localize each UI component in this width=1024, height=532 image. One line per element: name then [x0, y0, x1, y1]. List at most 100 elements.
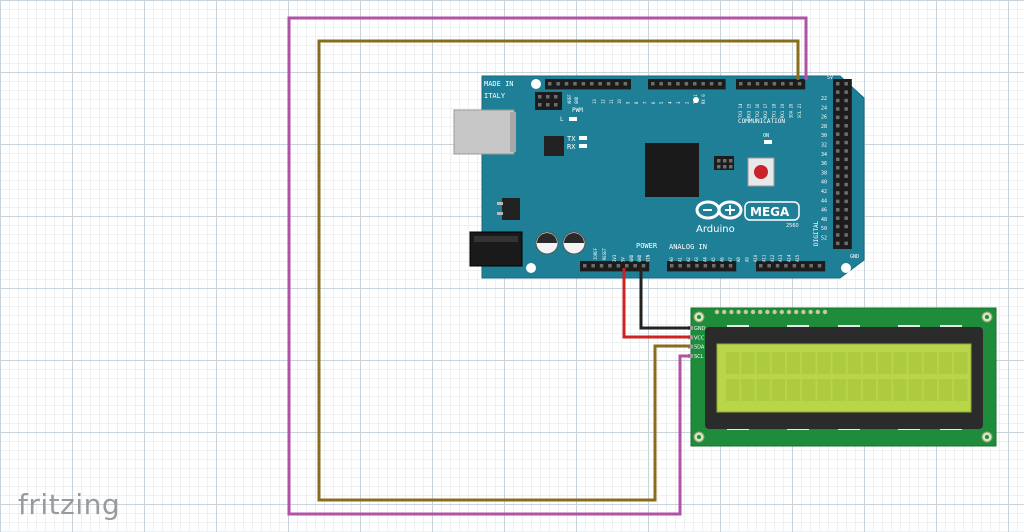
header-pin[interactable] [591, 264, 595, 268]
header-pin[interactable] [809, 264, 813, 268]
header-pin[interactable] [755, 82, 760, 86]
header-pin[interactable] [844, 90, 848, 94]
header-pin[interactable] [836, 166, 840, 170]
header-pin[interactable] [844, 82, 848, 86]
header-pin[interactable] [538, 95, 542, 99]
header-pin[interactable] [844, 149, 848, 153]
header-pin[interactable] [844, 224, 848, 229]
header-pin[interactable] [836, 124, 840, 128]
header-pin[interactable] [556, 82, 560, 86]
header-pin[interactable] [598, 82, 602, 86]
wire-scl-purple[interactable] [287, 16, 808, 516]
lcd-i2c-pin[interactable] [688, 326, 693, 330]
wire-sda-gold[interactable] [317, 39, 800, 502]
header-pin[interactable] [538, 103, 542, 107]
header-pin[interactable] [546, 103, 550, 107]
header-pin[interactable] [844, 208, 848, 212]
header-pin[interactable] [836, 216, 840, 220]
header-pin[interactable] [844, 140, 848, 145]
header-pin[interactable] [717, 159, 721, 163]
left-6pin-header[interactable] [535, 92, 561, 110]
power-header[interactable] [580, 261, 650, 272]
header-pin[interactable] [720, 264, 724, 268]
header-pin[interactable] [792, 264, 797, 268]
lcd-i2c-pin[interactable] [688, 335, 693, 340]
header-pin[interactable] [729, 165, 733, 169]
header-pin[interactable] [836, 149, 840, 153]
header-pin[interactable] [717, 165, 721, 169]
header-pin[interactable] [678, 264, 682, 268]
header-pin[interactable] [573, 82, 577, 86]
lcd-i2c-pins[interactable] [688, 326, 693, 358]
header-pin[interactable] [789, 82, 793, 86]
header-pin[interactable] [695, 264, 699, 268]
header-pin[interactable] [686, 264, 691, 268]
header-pin[interactable] [693, 82, 697, 86]
header-pin[interactable] [836, 241, 840, 246]
header-pin[interactable] [712, 264, 716, 268]
digital-header-top-2[interactable] [648, 79, 726, 90]
header-pin[interactable] [775, 264, 780, 268]
header-pin[interactable] [836, 82, 840, 86]
analog-header-2[interactable] [756, 261, 826, 272]
header-pin[interactable] [772, 82, 777, 86]
header-pin[interactable] [844, 199, 848, 204]
wire-gnd-black[interactable] [639, 268, 690, 330]
header-pin[interactable] [641, 264, 646, 268]
header-pin[interactable] [676, 82, 680, 86]
header-pin[interactable] [844, 216, 848, 220]
header-pin[interactable] [759, 264, 763, 268]
wire-5v-red[interactable] [622, 268, 690, 339]
header-pin[interactable] [836, 90, 840, 94]
header-pin[interactable] [844, 115, 848, 120]
header-pin[interactable] [608, 264, 612, 268]
header-pin[interactable] [844, 124, 848, 128]
header-pin[interactable] [623, 82, 628, 86]
digital-header-top[interactable] [545, 79, 631, 90]
header-pin[interactable] [581, 82, 586, 86]
header-pin[interactable] [728, 264, 733, 268]
header-pin[interactable] [844, 166, 848, 170]
header-pin[interactable] [667, 82, 672, 86]
header-pin[interactable] [767, 264, 771, 268]
digital-header-right[interactable] [833, 79, 852, 249]
header-pin[interactable] [625, 264, 629, 268]
header-pin[interactable] [817, 264, 822, 268]
header-pin[interactable] [836, 140, 840, 145]
header-pin[interactable] [836, 191, 840, 195]
header-pin[interactable] [844, 107, 848, 111]
header-pin[interactable] [729, 159, 733, 163]
header-pin[interactable] [844, 157, 848, 162]
header-pin[interactable] [844, 174, 848, 178]
header-pin[interactable] [590, 82, 594, 86]
header-pin[interactable] [764, 82, 768, 86]
header-pin[interactable] [797, 82, 802, 86]
header-pin[interactable] [583, 264, 587, 268]
header-pin[interactable] [554, 103, 558, 107]
header-pin[interactable] [701, 82, 705, 86]
header-pin[interactable] [703, 264, 708, 268]
header-pin[interactable] [546, 95, 550, 99]
header-pin[interactable] [836, 182, 840, 187]
header-pin[interactable] [723, 159, 727, 163]
header-pin[interactable] [836, 157, 840, 162]
header-pin[interactable] [606, 82, 611, 86]
header-pin[interactable] [723, 165, 727, 169]
lcd-i2c-pin[interactable] [688, 344, 693, 349]
header-pin[interactable] [684, 82, 689, 86]
header-pin[interactable] [616, 264, 621, 268]
header-pin[interactable] [844, 233, 848, 237]
header-pin[interactable] [747, 82, 751, 86]
header-pin[interactable] [844, 241, 848, 246]
header-pin[interactable] [564, 82, 569, 86]
header-pin[interactable] [718, 82, 722, 86]
header-pin[interactable] [844, 191, 848, 195]
header-pin[interactable] [844, 132, 848, 136]
header-pin[interactable] [844, 182, 848, 187]
header-pin[interactable] [659, 82, 663, 86]
header-pin[interactable] [836, 174, 840, 178]
header-pin[interactable] [836, 224, 840, 229]
header-pin[interactable] [844, 98, 848, 103]
header-pin[interactable] [784, 264, 788, 268]
